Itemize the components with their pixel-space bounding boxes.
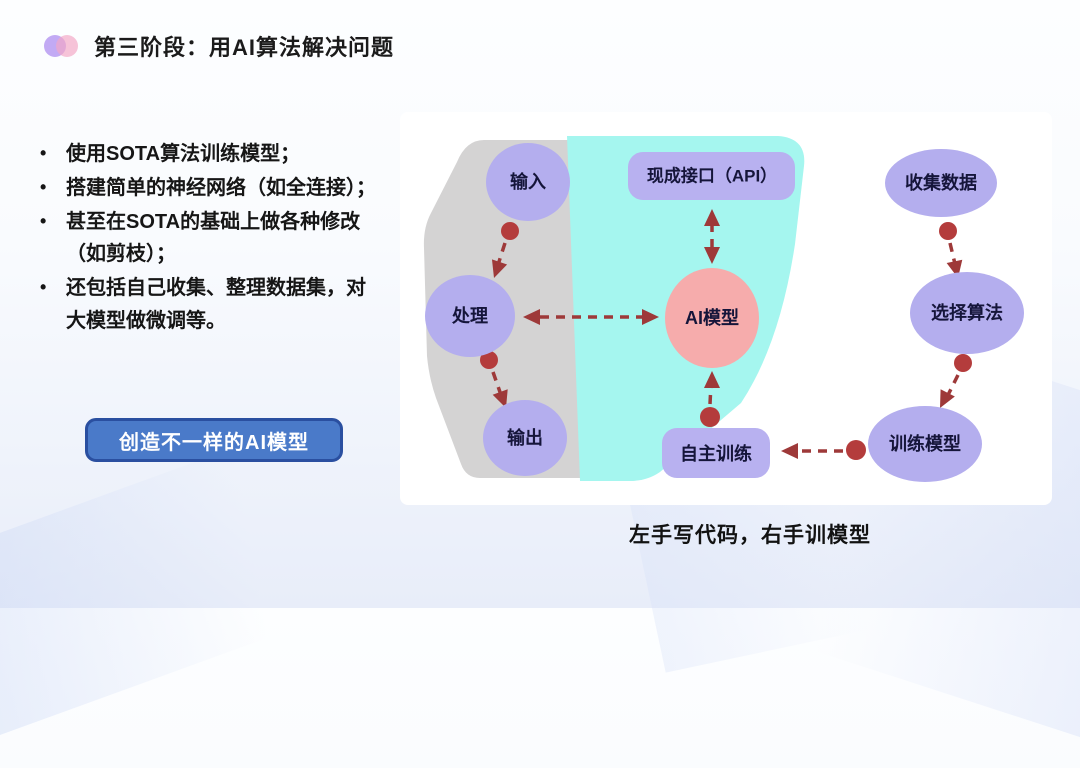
node-process-label: 处理: [451, 305, 488, 326]
arrow-input-to-process: [491, 222, 519, 278]
node-select-algo[interactable]: 选择算法: [910, 272, 1024, 354]
node-input[interactable]: 输入: [486, 143, 570, 221]
bullet-text: 甚至在SOTA的基础上做各种修改（如剪枝）；: [66, 210, 361, 266]
slide: 第三阶段：用AI算法解决问题 • 使用SOTA算法训练模型； • 搭建简单的神经…: [40, 30, 1052, 547]
node-ai-model-label: AI模型: [685, 307, 739, 328]
diagram-caption: 左手写代码，右手训模型: [629, 524, 871, 547]
arrow-process-to-output: [480, 351, 508, 408]
arrow-select-to-train: [940, 354, 972, 408]
slide-header: 第三阶段：用AI算法解决问题: [44, 30, 394, 62]
node-api[interactable]: 现成接口（API）: [628, 152, 795, 200]
bullet-item: • 使用SOTA算法训练模型；: [40, 138, 380, 171]
node-input-label: 输入: [510, 171, 546, 192]
node-self-train-label: 自主训练: [680, 443, 752, 464]
bullet-text: 使用SOTA算法训练模型；: [66, 143, 301, 165]
page-title: 第三阶段：用AI算法解决问题: [94, 35, 395, 60]
node-train-model-label: 训练模型: [889, 433, 961, 454]
node-api-label: 现成接口（API）: [647, 166, 777, 186]
bullet-list: • 使用SOTA算法训练模型； • 搭建简单的神经网络（如全连接）； • 甚至在…: [40, 138, 380, 339]
bullet-text: 还包括自己收集、整理数据集，对大模型做微调等。: [66, 277, 366, 332]
node-collect-data-label: 收集数据: [905, 172, 977, 193]
node-output[interactable]: 输出: [483, 400, 567, 476]
arrow-trainmodel-to-selftrain: [781, 440, 866, 460]
arrow-selftrain-to-aimodel: [700, 371, 720, 427]
arrow-process-aimodel-bidirectional: [523, 309, 659, 325]
bullet-icon: •: [40, 210, 47, 231]
arrow-api-aimodel-bidirectional: [704, 209, 720, 264]
bullet-icon: •: [40, 277, 47, 298]
node-self-train[interactable]: 自主训练: [662, 428, 770, 478]
create-ai-model-button[interactable]: 创造不一样的AI模型: [85, 418, 343, 462]
node-select-algo-label: 选择算法: [931, 302, 1003, 323]
node-ai-model[interactable]: AI模型: [665, 268, 759, 368]
overlapping-dots-icon: [44, 35, 80, 57]
node-collect-data[interactable]: 收集数据: [885, 149, 997, 217]
bullet-item: • 还包括自己收集、整理数据集，对大模型做微调等。: [40, 272, 380, 338]
diagram-panel: 输入 处理 输出 现成接口（API） AI模型 自主训练: [400, 112, 1052, 505]
bullet-icon: •: [40, 176, 47, 197]
bullet-icon: •: [40, 143, 47, 163]
bullet-text: 搭建简单的神经网络（如全连接）；: [66, 176, 376, 199]
bullet-item: • 搭建简单的神经网络（如全连接）；: [40, 172, 380, 205]
node-output-label: 输出: [507, 427, 543, 448]
node-train-model[interactable]: 训练模型: [868, 406, 982, 482]
node-process[interactable]: 处理: [425, 275, 515, 357]
flow-diagram: 输入 处理 输出 现成接口（API） AI模型 自主训练: [423, 136, 1024, 482]
arrow-collect-to-select: [939, 222, 963, 278]
bullet-item: • 甚至在SOTA的基础上做各种修改（如剪枝）；: [40, 206, 380, 272]
